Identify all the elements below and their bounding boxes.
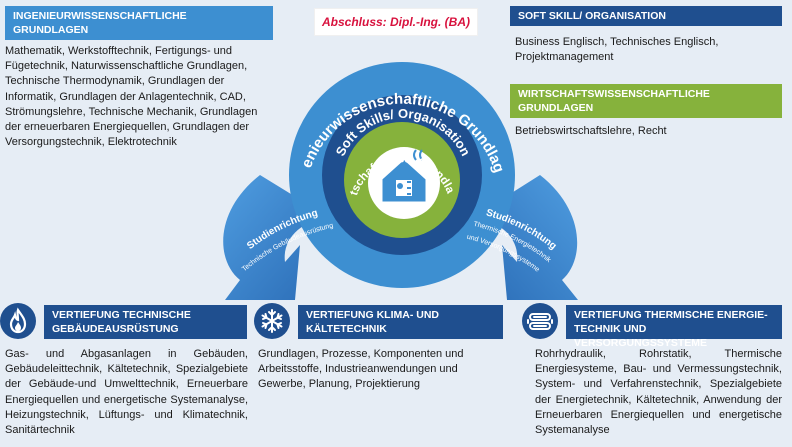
text-thermisch: Rohrhydraulik, Rohrstatik, Thermische En… bbox=[535, 348, 782, 437]
header-wirtschaft-line1: WIRTSCHAFTSWISSENSCHAFTLICHE bbox=[518, 88, 710, 100]
text-ingenieur: Mathematik, Werkstofftechnik, Fertigungs… bbox=[5, 45, 258, 149]
flame-icon bbox=[9, 307, 27, 334]
snowflake-icon bbox=[261, 309, 283, 333]
header-klima-line1: VERTIEFUNG KLIMA- UND bbox=[306, 309, 439, 321]
text-tga: Gas- und Abgasanlagen in Gebäuden, Gebäu… bbox=[5, 348, 248, 437]
header-tga: VERTIEFUNG TECHNISCHE GEBÄUDEAUSRÜSTUNG bbox=[44, 305, 247, 339]
house-heating-icon bbox=[382, 149, 426, 202]
header-thermisch: VERTIEFUNG THERMISCHE ENERGIE- TECHNIK U… bbox=[566, 305, 782, 349]
text-klima: Grundlagen, Prozesse, Komponenten und Ar… bbox=[258, 348, 464, 391]
header-ingenieur-line2: GRUNDLAGEN bbox=[13, 24, 89, 36]
thermisch-icon-circle bbox=[522, 303, 558, 339]
pipe-heat-icon bbox=[527, 313, 553, 330]
tga-icon-circle bbox=[0, 303, 36, 339]
header-thermisch-line2: TECHNIK UND VERSORGUNGSSYSTEME bbox=[574, 323, 708, 349]
header-tga-line2: GEBÄUDEAUSRÜSTUNG bbox=[52, 323, 179, 335]
header-wirtschaft-line2: GRUNDLAGEN bbox=[518, 102, 594, 114]
header-tga-line1: VERTIEFUNG TECHNISCHE bbox=[52, 309, 191, 321]
header-ingenieur-line1: INGENIEURWISSENSCHAFTLICHE bbox=[13, 10, 187, 22]
header-klima-line2: KÄLTETECHNIK bbox=[306, 323, 387, 335]
degree-label: Abschluss: Dipl.-Ing. (BA) bbox=[315, 9, 477, 35]
header-soft-skill: SOFT SKILL/ ORGANISATION bbox=[510, 6, 782, 26]
header-wirtschaft: WIRTSCHAFTSWISSENSCHAFTLICHE GRUNDLAGEN bbox=[510, 84, 782, 118]
header-klima: VERTIEFUNG KLIMA- UND KÄLTETECHNIK bbox=[298, 305, 503, 339]
text-wirtschaft: Betriebswirtschaftslehre, Recht bbox=[515, 125, 667, 137]
header-ingenieur: INGENIEURWISSENSCHAFTLICHE GRUNDLAGEN bbox=[5, 6, 273, 40]
header-thermisch-line1: VERTIEFUNG THERMISCHE ENERGIE- bbox=[574, 309, 768, 321]
klima-icon-circle bbox=[254, 303, 290, 339]
text-soft-skill: Business Englisch, Technisches Englisch,… bbox=[515, 36, 719, 64]
